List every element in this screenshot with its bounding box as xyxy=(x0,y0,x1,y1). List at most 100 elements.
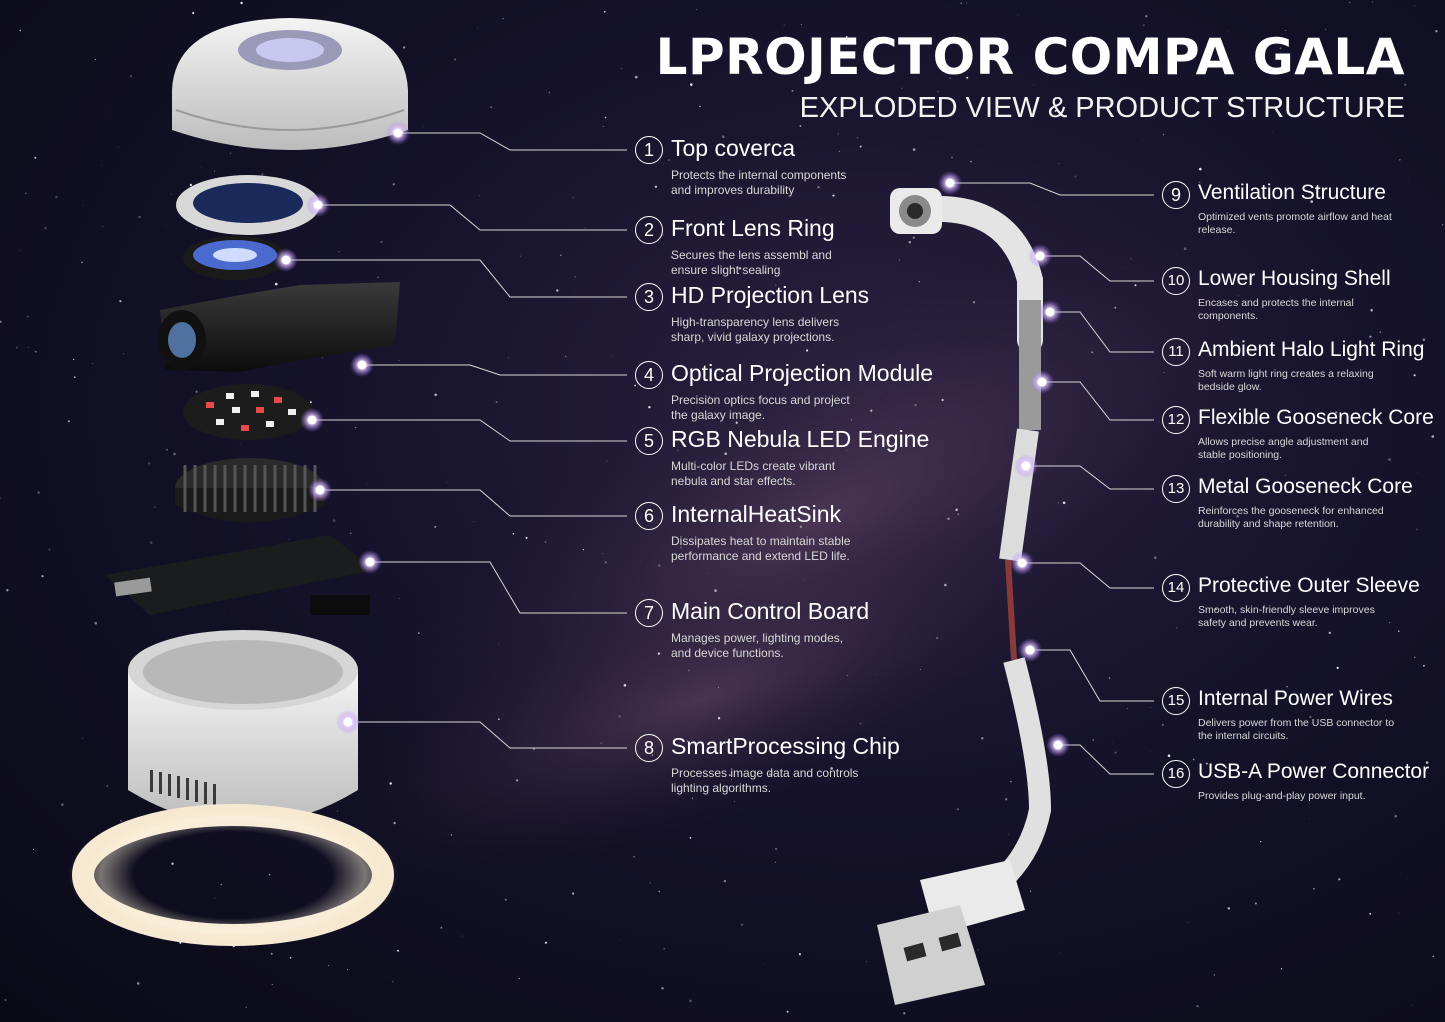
star xyxy=(1283,351,1285,353)
star xyxy=(454,58,457,61)
star xyxy=(473,521,474,522)
star xyxy=(1369,335,1372,338)
page-title: LPROJECTOR COMPA GALA xyxy=(655,28,1405,86)
star xyxy=(1411,1004,1413,1006)
callout-label: InternalHeatSink xyxy=(671,501,842,527)
star xyxy=(838,150,841,153)
star xyxy=(769,773,771,776)
star xyxy=(696,9,698,11)
star xyxy=(149,541,153,545)
star xyxy=(753,228,754,229)
leader-line-6 xyxy=(320,489,627,517)
star xyxy=(1149,707,1151,709)
housing-vent xyxy=(213,784,216,806)
star xyxy=(0,320,2,323)
star xyxy=(1284,29,1286,31)
callout-description: Optimized vents promote airflow and heat… xyxy=(1198,211,1392,236)
star xyxy=(888,440,890,442)
callout-label: Front Lens Ring xyxy=(671,215,835,241)
star xyxy=(912,148,916,151)
callout-description: Precision optics focus and project the g… xyxy=(671,393,850,422)
star xyxy=(1372,772,1374,774)
star xyxy=(15,346,18,349)
star xyxy=(6,589,9,592)
star xyxy=(434,525,437,528)
star xyxy=(200,166,202,168)
star xyxy=(1141,139,1143,141)
star xyxy=(582,549,585,551)
callout-label: Ambient Halo Light Ring xyxy=(1198,338,1425,361)
led-chip xyxy=(216,419,224,425)
star xyxy=(1241,824,1243,825)
star xyxy=(574,275,577,278)
star xyxy=(213,170,216,172)
star xyxy=(730,779,733,781)
star xyxy=(898,259,901,261)
star xyxy=(918,280,921,283)
star xyxy=(67,420,70,423)
star xyxy=(966,2,968,4)
star xyxy=(919,668,921,670)
star xyxy=(1114,751,1117,754)
callout-label: Flexible Gooseneck Core xyxy=(1198,406,1434,429)
callout-number: 9 xyxy=(1162,181,1190,209)
star xyxy=(34,156,37,159)
star xyxy=(106,785,109,787)
leader-line-3 xyxy=(286,259,627,298)
star xyxy=(1413,374,1416,377)
callout-description: Reinforces the gooseneck for enhanced du… xyxy=(1198,505,1384,530)
star xyxy=(1372,1,1374,3)
star xyxy=(1143,24,1145,26)
star xyxy=(699,105,701,108)
star xyxy=(687,669,690,672)
star xyxy=(337,810,339,812)
star xyxy=(25,192,27,195)
housing-vent xyxy=(150,770,153,792)
leader-line-8 xyxy=(348,721,627,749)
star xyxy=(798,953,801,956)
star xyxy=(708,396,710,398)
star xyxy=(74,376,76,378)
star xyxy=(1162,134,1165,136)
star xyxy=(970,160,972,163)
star xyxy=(479,195,480,196)
star xyxy=(1213,974,1215,976)
star xyxy=(1416,528,1418,531)
star xyxy=(1187,922,1189,924)
star xyxy=(1134,284,1137,287)
star xyxy=(783,24,785,26)
callout-number: 5 xyxy=(635,427,663,455)
star xyxy=(349,532,352,535)
star xyxy=(120,820,122,822)
star xyxy=(393,821,396,825)
star xyxy=(82,204,84,206)
star xyxy=(1335,411,1338,414)
star xyxy=(533,748,535,750)
star xyxy=(525,536,528,539)
star xyxy=(94,622,98,625)
star xyxy=(469,481,471,483)
callout-description: High-transparency lens delivers sharp, v… xyxy=(671,315,840,344)
star xyxy=(1414,4,1416,6)
star xyxy=(270,952,273,955)
star xyxy=(1161,724,1164,726)
led-chip xyxy=(288,409,296,415)
star xyxy=(606,460,608,462)
star xyxy=(1394,814,1398,818)
star xyxy=(1384,714,1386,716)
star xyxy=(1167,754,1171,757)
star xyxy=(799,525,802,528)
leader-line-12 xyxy=(1042,381,1154,421)
star xyxy=(901,87,903,89)
star xyxy=(507,357,509,359)
star xyxy=(735,421,738,424)
star xyxy=(912,236,915,239)
star xyxy=(1313,769,1315,771)
star xyxy=(81,261,83,264)
star xyxy=(327,964,330,967)
star xyxy=(1272,131,1274,133)
callout-description: Delivers power from the USB connector to… xyxy=(1198,717,1395,742)
star xyxy=(1205,762,1208,765)
star xyxy=(1126,707,1128,709)
